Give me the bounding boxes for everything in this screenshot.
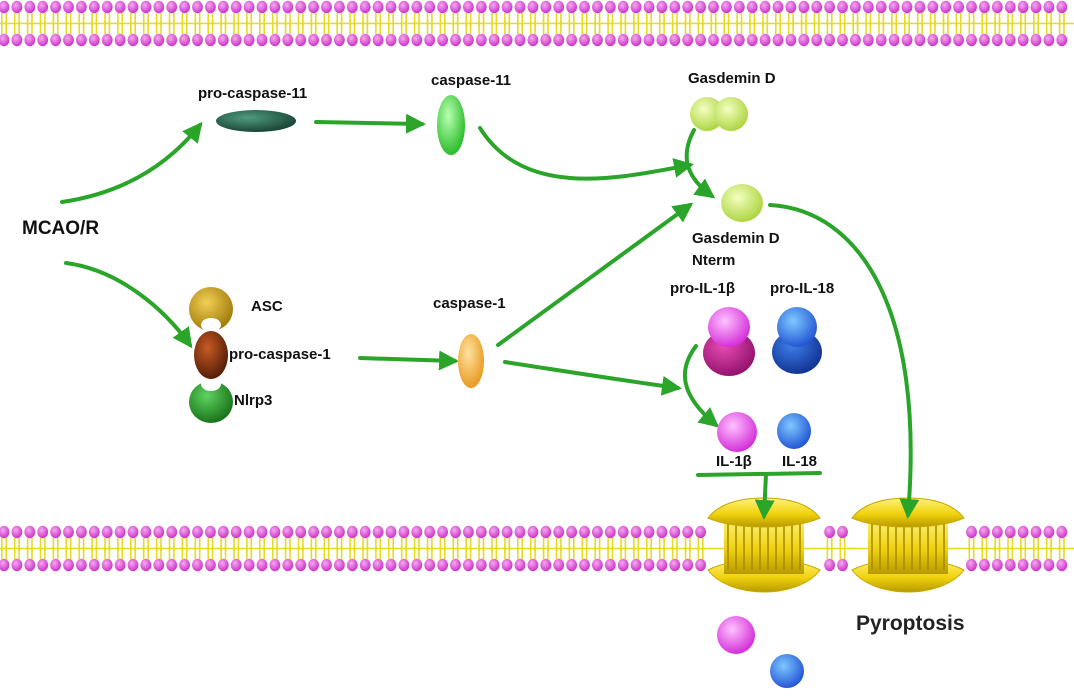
label-pro-caspase-1: pro-caspase-1 [229,346,331,363]
il-18-molecule [777,413,811,449]
arrow-gasdermin-to-nterm [684,128,716,199]
arrow-mcao-to-pro-caspase-11 [60,121,203,204]
nlrp3-molecule [189,377,233,423]
label-gasdermin-d-nterm-line2: Nterm [692,252,736,269]
label-asc: ASC [251,298,283,315]
arrow-pro-caspase-1-to-caspase-1 [358,350,459,371]
asc-molecule [189,287,233,332]
arrow-gasdermin-nterm-to-pore [768,203,920,519]
released-il-1b-molecule [717,616,755,654]
caspase-11-molecule [437,95,465,155]
released-il-18-molecule [770,654,804,688]
label-il-18: IL-18 [782,453,818,470]
label-caspase-11: caspase-11 [431,72,512,89]
label-caspase-1: caspase-1 [433,295,506,312]
label-gasdermin-d: Gasdemin D [688,70,776,87]
label-pro-il-18: pro-IL-18 [770,280,835,297]
caspase-1-molecule [458,334,484,388]
cell-membrane-bottom [0,525,1074,572]
il-1b-molecule [717,412,757,452]
interleukin-release-bar [696,471,822,477]
label-pro-caspase-11: pro-caspase-11 [198,85,308,102]
label-pro-il-1b: pro-IL-1β [670,280,735,297]
arrow-mcao-to-inflammasome [64,261,193,349]
arrow-pro-il-to-il [682,344,720,428]
gasdermin-pore-left [707,497,821,593]
cell-membrane-top [0,0,1074,47]
label-mcao: MCAO/R [22,218,100,239]
label-pyroptosis: Pyroptosis [856,612,965,635]
label-gasdermin-d-nterm-line1: Gasdemin D [692,230,780,247]
arrow-caspase-1-to-gasdermin-nterm [496,202,694,347]
label-il-1b: IL-1β [716,453,752,470]
arrow-caspase-11-to-gasdermin-nterm [478,126,694,181]
arrow-il-to-pore [754,472,775,520]
pro-caspase-1-molecule [194,331,228,379]
pro-caspase-11-molecule [216,110,296,132]
gasdermin-d-molecule [690,97,748,131]
arrow-caspase-1-to-interleukins [503,360,682,396]
pro-il-18-molecule [772,307,822,374]
label-nlrp3: Nlrp3 [234,392,273,409]
gasdermin-pore-right [851,497,965,593]
pro-il-1b-molecule [703,307,755,376]
arrow-pro-caspase-11-to-caspase-11 [314,113,426,134]
gasdermin-d-nterm-molecule [721,184,763,222]
